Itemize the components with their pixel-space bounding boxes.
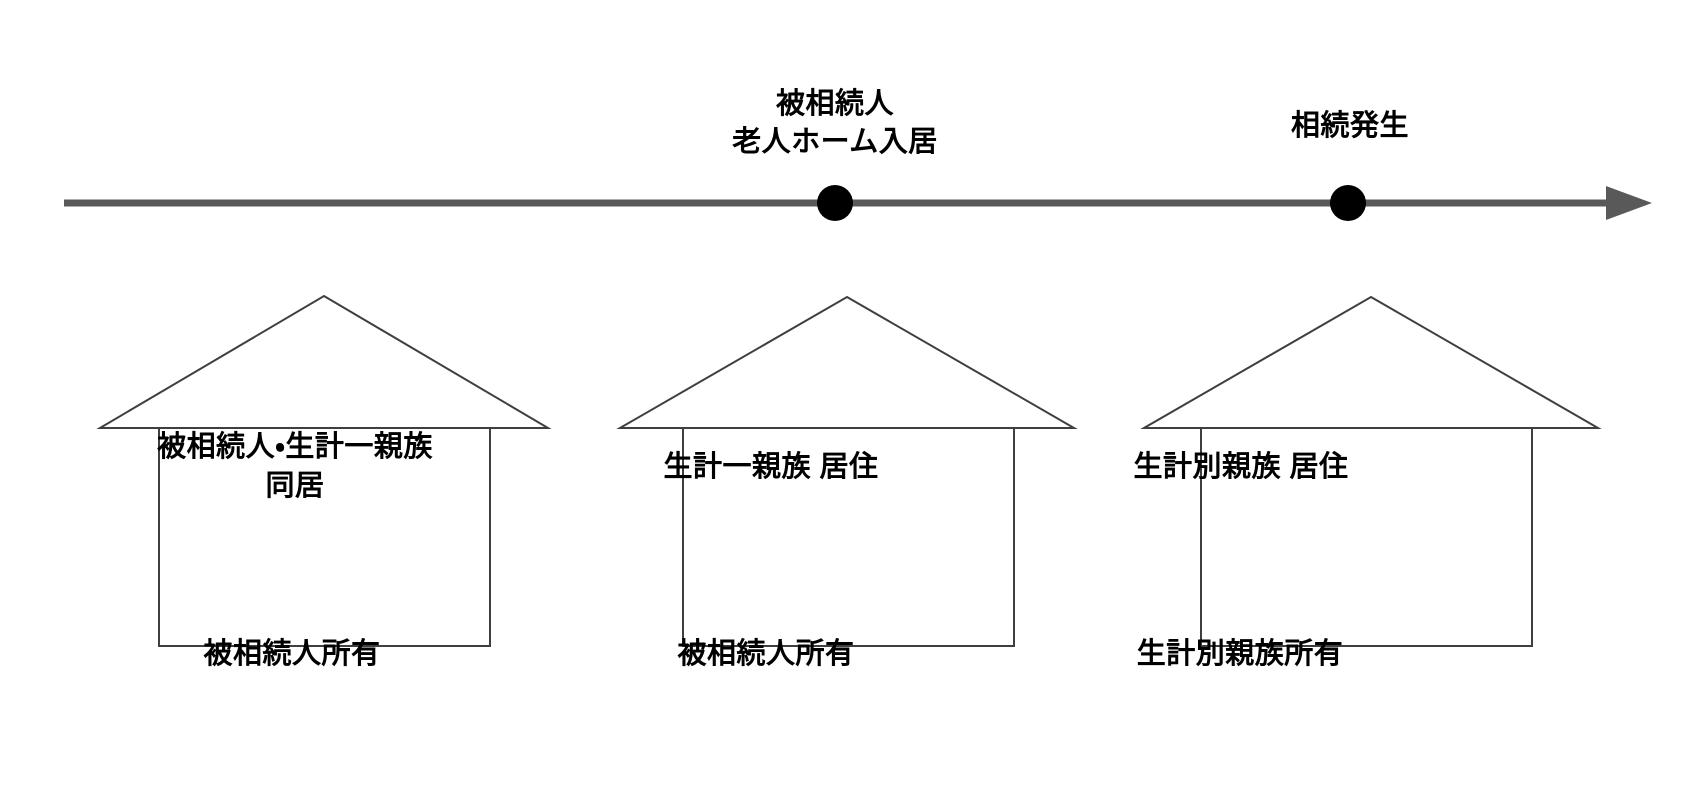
house-2-body bbox=[682, 427, 1015, 647]
house-2-shape bbox=[616, 295, 1078, 647]
house-2-occupant-text: 生計一親族 居住 bbox=[663, 451, 879, 483]
house-1-shape bbox=[96, 294, 552, 647]
house-3-occupant-text: 生計別親族 居住 bbox=[1133, 451, 1349, 483]
house-3-shape bbox=[1140, 295, 1602, 647]
house-3-ownership-caption: 生計別親族所有 bbox=[1136, 638, 1344, 670]
house-3-roof bbox=[1140, 295, 1602, 429]
timeline-event-label-1: 相続発生 bbox=[1290, 110, 1409, 142]
timeline-event-label-0: 被相続人 老人ホーム入居 bbox=[732, 88, 938, 158]
house-1-ownership-caption: 被相続人所有 bbox=[203, 638, 381, 670]
house-1-roof bbox=[96, 294, 552, 429]
house-1-body bbox=[158, 427, 491, 647]
timeline-group bbox=[64, 185, 1652, 221]
timeline-event-dot-0[interactable] bbox=[817, 185, 853, 221]
house-2-roof bbox=[616, 295, 1078, 429]
timeline-arrowhead bbox=[1606, 186, 1652, 220]
house-1-occupant-text: 被相続人・生計一親族 同居 bbox=[157, 431, 433, 503]
house-2-ownership-caption: 被相続人所有 bbox=[677, 638, 855, 670]
timeline-event-dot-1[interactable] bbox=[1330, 185, 1366, 221]
house-3-body bbox=[1200, 427, 1533, 647]
